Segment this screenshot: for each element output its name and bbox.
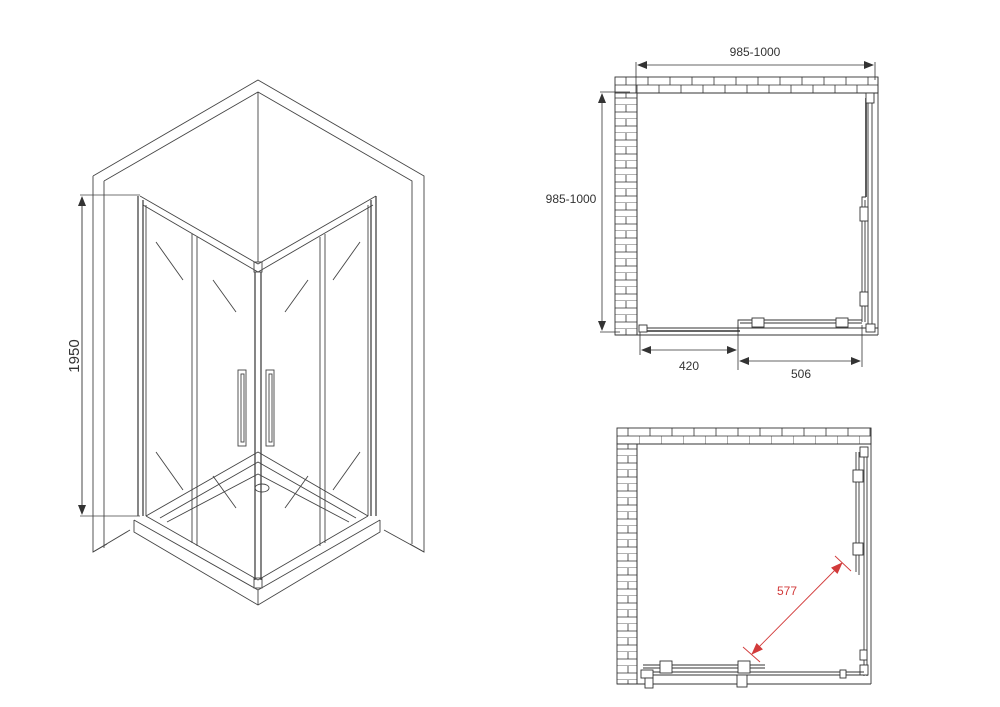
width-label: 985-1000 xyxy=(730,45,781,59)
height-dimension xyxy=(78,194,140,517)
plan-top-view xyxy=(598,61,879,370)
sliding-panel-label: 506 xyxy=(791,367,811,381)
fixed-panel-label: 420 xyxy=(679,359,699,373)
height-label: 1950 xyxy=(66,339,83,372)
depth-label: 985-1000 xyxy=(546,192,597,206)
entry-width-label: 577 xyxy=(777,584,797,598)
plan-bottom-view xyxy=(616,427,872,689)
isometric-view xyxy=(92,79,425,606)
